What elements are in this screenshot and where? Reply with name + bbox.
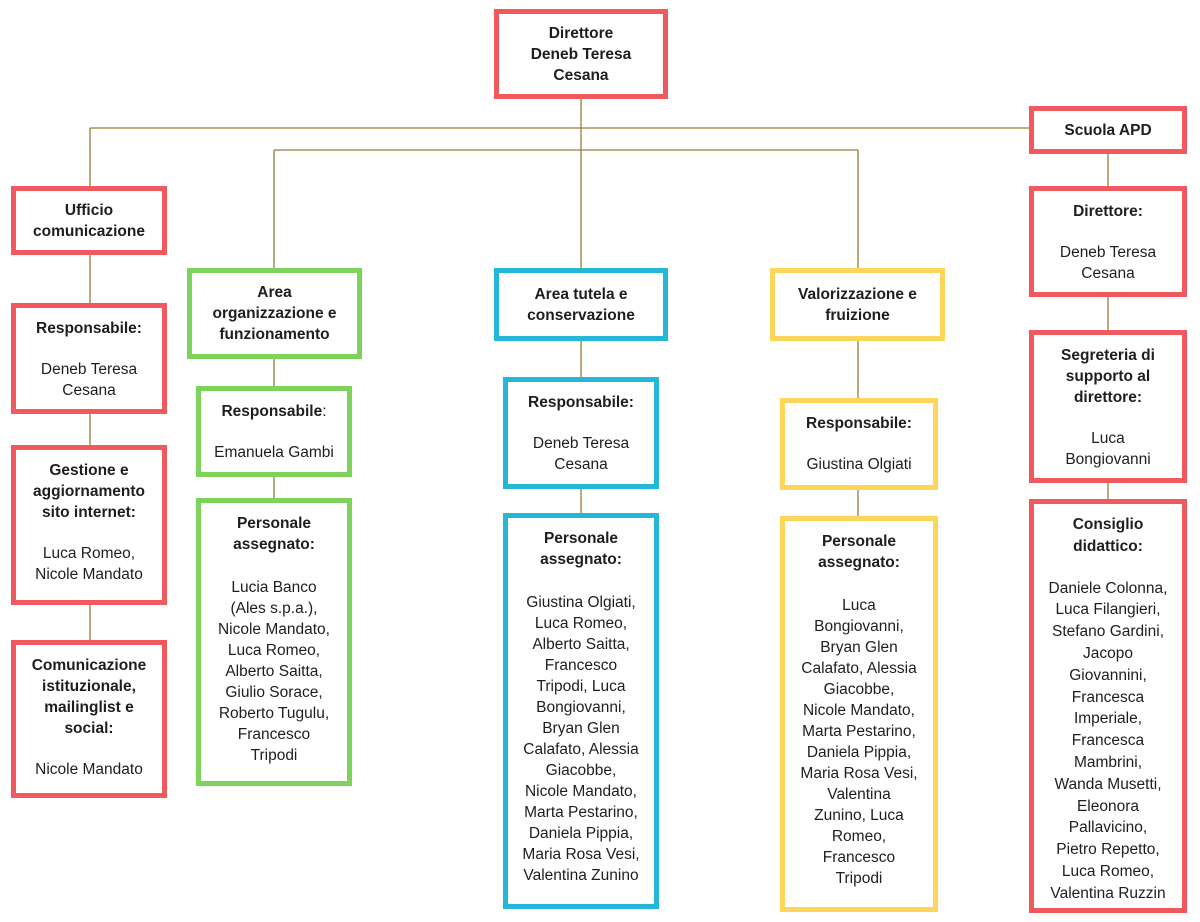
- consiglio-didattico-names: Daniele Colonna, Luca Filangieri, Stefan…: [1048, 579, 1168, 902]
- area-tutela-responsabile-label: Responsabile:: [528, 394, 634, 411]
- scuola-direttore-label: Direttore:: [1073, 203, 1143, 220]
- ufficio-responsabile-name: Deneb Teresa Cesana: [40, 361, 138, 399]
- area-organizzazione-responsabile-name: Emanuela Gambi: [214, 444, 334, 461]
- valorizzazione-title: Valorizzazione e fruizione: [798, 285, 917, 324]
- comunicazione-istituzionale-names: Nicole Mandato: [35, 761, 143, 778]
- ufficio-responsabile-label: Responsabile:: [36, 320, 142, 337]
- area-organizzazione-personale-label: Personale assegnato:: [233, 515, 315, 553]
- area-tutela-personale-box: Personale assegnato: Giustina Olgiati, L…: [503, 513, 659, 909]
- consiglio-didattico-box: Consiglio didattico: Daniele Colonna, Lu…: [1029, 499, 1187, 913]
- sito-internet-box: Gestione e aggiornamento sito internet: …: [11, 445, 167, 605]
- area-organizzazione-responsabile-box: Responsabile: Emanuela Gambi: [196, 386, 352, 477]
- area-tutela-personale-label: Personale assegnato:: [540, 530, 622, 568]
- area-organizzazione-box: Area organizzazione e funzionamento: [187, 268, 362, 359]
- area-tutela-personale-names: Giustina Olgiati, Luca Romeo, Alberto Sa…: [522, 594, 640, 884]
- sito-internet-names: Luca Romeo, Nicole Mandato: [35, 545, 143, 583]
- area-organizzazione-responsabile-label: Responsabile: [221, 403, 323, 420]
- area-organizzazione-personale-box: Personale assegnato: Lucia Banco (Ales s…: [196, 498, 352, 786]
- valorizzazione-box: Valorizzazione e fruizione: [770, 268, 945, 341]
- scuola-apd-title: Scuola APD: [1064, 121, 1152, 139]
- director-title: Direttore Deneb Teresa Cesana: [530, 24, 632, 84]
- area-tutela-title: Area tutela e conservazione: [527, 285, 635, 324]
- area-organizzazione-responsabile-colon: :: [322, 403, 327, 420]
- ufficio-comunicazione-title: Ufficio comunicazione: [33, 201, 145, 240]
- scuola-direttore-name: Deneb Teresa Cesana: [1059, 244, 1157, 282]
- valorizzazione-responsabile-name: Giustina Olgiati: [806, 456, 912, 473]
- valorizzazione-personale-label: Personale assegnato:: [818, 533, 900, 571]
- valorizzazione-personale-box: Personale assegnato: Luca Bongiovanni, B…: [780, 516, 938, 912]
- segreteria-label: Segreteria di supporto al direttore:: [1061, 347, 1155, 406]
- sito-internet-label: Gestione e aggiornamento sito internet:: [33, 462, 145, 521]
- area-organizzazione-personale-names: Lucia Banco (Ales s.p.a.), Nicole Mandat…: [217, 579, 330, 764]
- segreteria-name: Luca Bongiovanni: [1065, 430, 1151, 468]
- area-tutela-responsabile-name: Deneb Teresa Cesana: [532, 435, 630, 473]
- area-organizzazione-title: Area organizzazione e funzionamento: [212, 284, 337, 343]
- valorizzazione-responsabile-box: Responsabile: Giustina Olgiati: [780, 398, 938, 490]
- valorizzazione-responsabile-label: Responsabile:: [806, 415, 912, 432]
- comunicazione-istituzionale-box: Comunicazione istituzionale, mailinglist…: [11, 640, 167, 798]
- ufficio-comunicazione-box: Ufficio comunicazione: [11, 186, 167, 255]
- segreteria-box: Segreteria di supporto al direttore: Luc…: [1029, 330, 1187, 483]
- consiglio-didattico-label: Consiglio didattico:: [1072, 516, 1144, 555]
- area-tutela-box: Area tutela e conservazione: [494, 268, 668, 341]
- area-tutela-responsabile-box: Responsabile: Deneb Teresa Cesana: [503, 377, 659, 489]
- scuola-apd-box: Scuola APD: [1029, 106, 1187, 154]
- comunicazione-istituzionale-label: Comunicazione istituzionale, mailinglist…: [31, 657, 147, 737]
- ufficio-responsabile-box: Responsabile: Deneb Teresa Cesana: [11, 303, 167, 414]
- director-box: Direttore Deneb Teresa Cesana: [494, 9, 668, 99]
- valorizzazione-personale-names: Luca Bongiovanni, Bryan Glen Calafato, A…: [800, 597, 918, 887]
- scuola-direttore-box: Direttore: Deneb Teresa Cesana: [1029, 186, 1187, 297]
